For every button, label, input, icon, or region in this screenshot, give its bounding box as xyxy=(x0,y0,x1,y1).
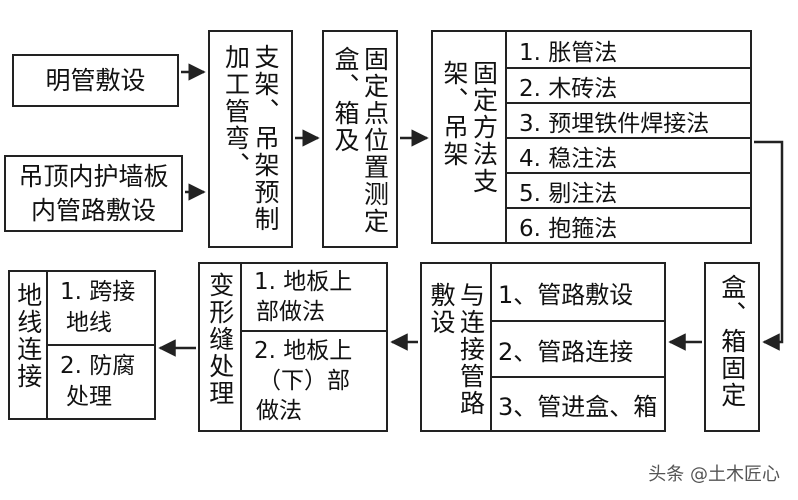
pipe-list: 1、管路敷设 2、管路连接 3、管进盒、箱 xyxy=(490,264,664,430)
pipe-item: 1、管路敷设 xyxy=(498,280,634,309)
fix-method-group: 固定方法支架、吊架 1. 胀管法 2. 木砖法 3. 预埋铁件焊接法 4. 稳注… xyxy=(431,30,752,244)
ground-item: 2. 防腐 处理 xyxy=(48,344,154,418)
ground-item-line: 处理 xyxy=(66,384,112,410)
fix-method-item: 2. 木砖法 xyxy=(507,67,750,102)
joint-label-cell: 变形缝处理 xyxy=(200,264,240,430)
ground-item: 1. 跨接 地线 xyxy=(48,272,154,344)
ground-group: 地线连接 1. 跨接 地线 2. 防腐 处理 xyxy=(8,270,156,420)
joint-label: 变形缝处理 xyxy=(205,272,235,407)
ground-item-line: 地线 xyxy=(66,310,112,336)
pipe-label-col-1: 与连接 xyxy=(456,282,486,363)
fix-method-label: 固定方法支架、吊架 xyxy=(440,60,499,242)
measure-col-2: 测定盒、箱及 xyxy=(331,46,390,235)
ground-item-line: 1. 跨接 xyxy=(60,279,136,305)
fix-method-item: 3. 预埋铁件焊接法 xyxy=(507,102,750,137)
joint-group: 变形缝处理 1. 地板上 部做法 2. 地板上 （下）部 做法 xyxy=(198,262,388,432)
fix-method-item: 1. 胀管法 xyxy=(519,39,618,66)
fix-method-col-2: 支架、吊架 xyxy=(440,60,499,195)
joint-item-line: 部做法 xyxy=(256,299,325,325)
ground-label-cell: 地线连接 xyxy=(10,272,46,418)
support-prefab-col-2: 预制加工管弯、 xyxy=(221,44,281,233)
fix-method-item: 5. 剔注法 xyxy=(507,172,750,207)
exposed-pipe-label: 明管敷设 xyxy=(45,65,146,95)
box-fix-label: 盒、箱固定 xyxy=(717,274,747,409)
pipe-label: 与连接管路敷设 xyxy=(427,282,486,430)
measure-box: 固定点位置测定盒、箱及 xyxy=(322,30,398,248)
ground-item-line: 2. 防腐 xyxy=(60,353,136,379)
joint-item-line: 做法 xyxy=(256,398,302,424)
support-prefab-col-1: 支架、吊架 xyxy=(251,44,280,179)
ground-list: 1. 跨接 地线 2. 防腐 处理 xyxy=(46,272,154,418)
box-fix-box: 盒、箱固定 xyxy=(704,262,760,432)
joint-list: 1. 地板上 部做法 2. 地板上 （下）部 做法 xyxy=(240,264,386,430)
ceiling-pipe-line-2: 内管路敷设 xyxy=(30,195,156,225)
arrow-fix-to-boxfix xyxy=(754,140,784,351)
fix-method-col-1: 固定方法 xyxy=(469,60,499,168)
ground-label: 地线连接 xyxy=(13,282,43,390)
pipe-item: 3、管进盒、箱 xyxy=(492,376,664,430)
joint-item: 1. 地板上 部做法 xyxy=(242,264,386,330)
fix-method-item: 4. 稳注法 xyxy=(507,137,750,172)
joint-item-line: 2. 地板上 xyxy=(254,338,353,364)
support-prefab-box: 支架、吊架预制加工管弯、 xyxy=(208,30,293,248)
ceiling-pipe-line-1: 吊顶内护墙板 xyxy=(18,161,169,191)
exposed-pipe-box: 明管敷设 xyxy=(12,54,179,107)
support-prefab-text: 支架、吊架预制加工管弯、 xyxy=(221,44,281,246)
watermark: 头条 @土木匠心 xyxy=(648,464,780,485)
fix-method-item: 6. 抱箍法 xyxy=(507,207,750,242)
measure-text: 固定点位置测定盒、箱及 xyxy=(331,46,390,246)
joint-item-line: 1. 地板上 xyxy=(254,269,353,295)
pipe-label-cell: 与连接管路敷设 xyxy=(422,264,490,430)
pipe-label-col-2: 管路敷设 xyxy=(427,282,486,417)
pipe-group: 与连接管路敷设 1、管路敷设 2、管路连接 3、管进盒、箱 xyxy=(420,262,666,432)
fix-method-label-cell: 固定方法支架、吊架 xyxy=(433,32,505,242)
joint-item-line: （下）部 xyxy=(258,368,350,394)
fix-method-list: 1. 胀管法 2. 木砖法 3. 预埋铁件焊接法 4. 稳注法 5. 剔注法 6… xyxy=(505,32,750,242)
joint-item: 2. 地板上 （下）部 做法 xyxy=(242,330,386,430)
pipe-item: 2、管路连接 xyxy=(492,320,664,376)
ceiling-pipe-box: 吊顶内护墙板 内管路敷设 xyxy=(4,155,183,232)
measure-col-1: 固定点位置 xyxy=(360,46,390,181)
